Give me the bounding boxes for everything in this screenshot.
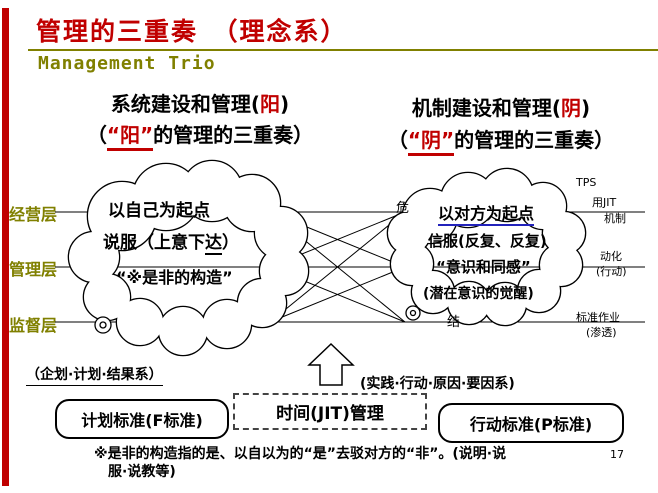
left-header2-accent-yang: “阳” bbox=[106, 123, 154, 151]
footnote-line1: ※是非的构造指的是、以自以为的“是”去驳对方的“非”。(说明·说 bbox=[94, 446, 507, 462]
right-header-text: 机制建设和管理( bbox=[411, 96, 561, 120]
right-header2-text: 的管理的三重奏） bbox=[454, 128, 615, 152]
text-fragment-jie: 结 bbox=[447, 315, 461, 330]
jit-management-box: 时间(JIT)管理 bbox=[233, 393, 427, 430]
right-cloud-line4: (潜在意识的觉醒) bbox=[423, 286, 534, 302]
annotation-mechanism: 机制 bbox=[604, 212, 626, 225]
left-cloud-line2: 说服（上意下达） bbox=[103, 228, 239, 255]
left-cloud-line2-text: 说服（上意下 bbox=[103, 233, 205, 253]
page-number: 17 bbox=[610, 448, 624, 461]
left-column-header-line2: （“阳”的管理的三重奏） bbox=[55, 119, 345, 151]
left-header-text: 系统建设和管理( bbox=[110, 92, 260, 116]
p-standard-box-label: 行动标准(P标准) bbox=[469, 415, 593, 434]
left-header2-open: （ bbox=[86, 123, 107, 147]
right-cloud-line1-underlined: 以对方为起点 bbox=[438, 204, 535, 226]
layer-label-supervision: 监督层 bbox=[9, 316, 58, 335]
right-cloud-tail-icon bbox=[405, 305, 421, 321]
jit-management-box-label: 时间(JIT)管理 bbox=[276, 404, 384, 424]
annotation-action: (行动) bbox=[596, 265, 627, 278]
page-title: 管理的三重奏 （理念系） bbox=[36, 17, 348, 46]
left-cloud-line2-underlined: 达 bbox=[205, 233, 222, 255]
text-fragment-wei: 危 bbox=[396, 201, 410, 216]
layer-label-management-top: 经营层 bbox=[9, 205, 58, 224]
layer-label-management-mid: 管理层 bbox=[9, 260, 58, 279]
right-header-close: ) bbox=[581, 96, 591, 120]
annotation-donghua: 动化 bbox=[600, 250, 622, 263]
right-cloud-line2: 信服(反复、反复) bbox=[428, 232, 547, 250]
up-arrow-icon bbox=[307, 342, 355, 386]
left-column-header-line1: 系统建设和管理(阳) bbox=[55, 88, 345, 117]
left-header2-text: 的管理的三重奏） bbox=[153, 123, 314, 147]
f-standard-box: 计划标准(F标准) bbox=[55, 399, 229, 439]
left-header-accent-yang: 阳 bbox=[260, 92, 280, 116]
f-standard-box-label: 计划标准(F标准) bbox=[81, 411, 203, 430]
footnote-line2: 服·说教等) bbox=[108, 464, 176, 480]
right-column-header-line1: 机制建设和管理(阴) bbox=[352, 92, 650, 121]
right-cloud-line3: “意识和同感” bbox=[436, 258, 531, 276]
right-header2-open: （ bbox=[387, 128, 408, 152]
bottom-right-label: (实践·行动·原因·要因系) bbox=[360, 376, 515, 392]
bottom-left-label: （企划·计划·结果系） bbox=[26, 364, 163, 386]
annotation-penetration: (渗透) bbox=[586, 326, 617, 339]
left-header-close: ) bbox=[280, 92, 290, 116]
p-standard-box: 行动标准(P标准) bbox=[438, 403, 624, 443]
left-cloud-line3: “※是非的构造” bbox=[116, 268, 233, 287]
left-cloud-tail-icon bbox=[94, 316, 112, 334]
annotation-standard-work: 标准作业 bbox=[576, 311, 620, 324]
right-header2-accent-yin: “阴” bbox=[407, 128, 455, 156]
annotation-tps: TPS bbox=[576, 176, 597, 189]
right-cloud-line1: 以对方为起点 bbox=[438, 200, 535, 226]
left-cloud-line1: 以自己为起点 bbox=[108, 201, 210, 221]
left-cloud-line2-close: ） bbox=[222, 233, 239, 253]
left-accent-bar bbox=[2, 8, 9, 486]
page-subtitle: Management Trio bbox=[38, 53, 216, 74]
annotation-jit: 用JIT bbox=[592, 196, 617, 209]
right-header-accent-yin: 阴 bbox=[561, 96, 581, 120]
title-divider bbox=[28, 49, 658, 51]
right-column-header-line2: （“阴”的管理的三重奏） bbox=[352, 124, 650, 156]
